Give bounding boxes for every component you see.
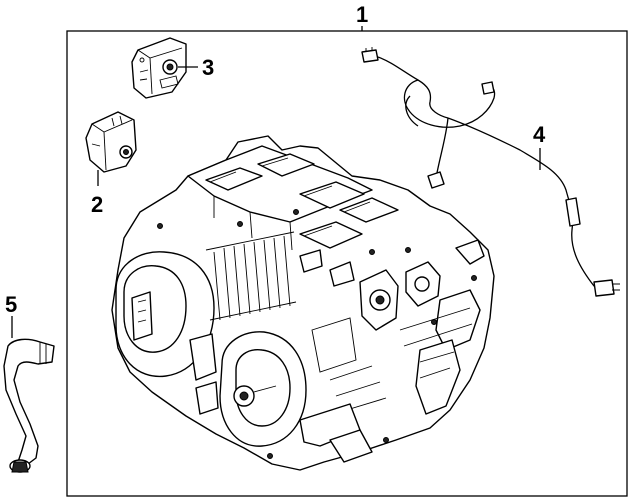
part-2-actuator[interactable] bbox=[85, 111, 137, 173]
part-4-wiring-harness[interactable] bbox=[361, 47, 620, 297]
callout-2-label: 2 bbox=[91, 192, 103, 217]
callout-1[interactable]: 1 bbox=[356, 2, 368, 31]
part-5-drain-hose[interactable] bbox=[3, 338, 55, 473]
callout-5[interactable]: 5 bbox=[5, 292, 17, 338]
part-3-actuator[interactable] bbox=[131, 37, 187, 99]
callout-1-label: 1 bbox=[356, 2, 368, 27]
hvac-case-assembly[interactable] bbox=[111, 135, 495, 471]
callout-4-label: 4 bbox=[533, 122, 546, 147]
callout-2[interactable]: 2 bbox=[91, 170, 103, 217]
callout-4[interactable]: 4 bbox=[533, 122, 546, 170]
callout-5-label: 5 bbox=[5, 292, 17, 317]
assembly-frame bbox=[66, 30, 628, 497]
callout-3-label: 3 bbox=[202, 55, 214, 80]
callout-3[interactable]: 3 bbox=[178, 55, 214, 80]
